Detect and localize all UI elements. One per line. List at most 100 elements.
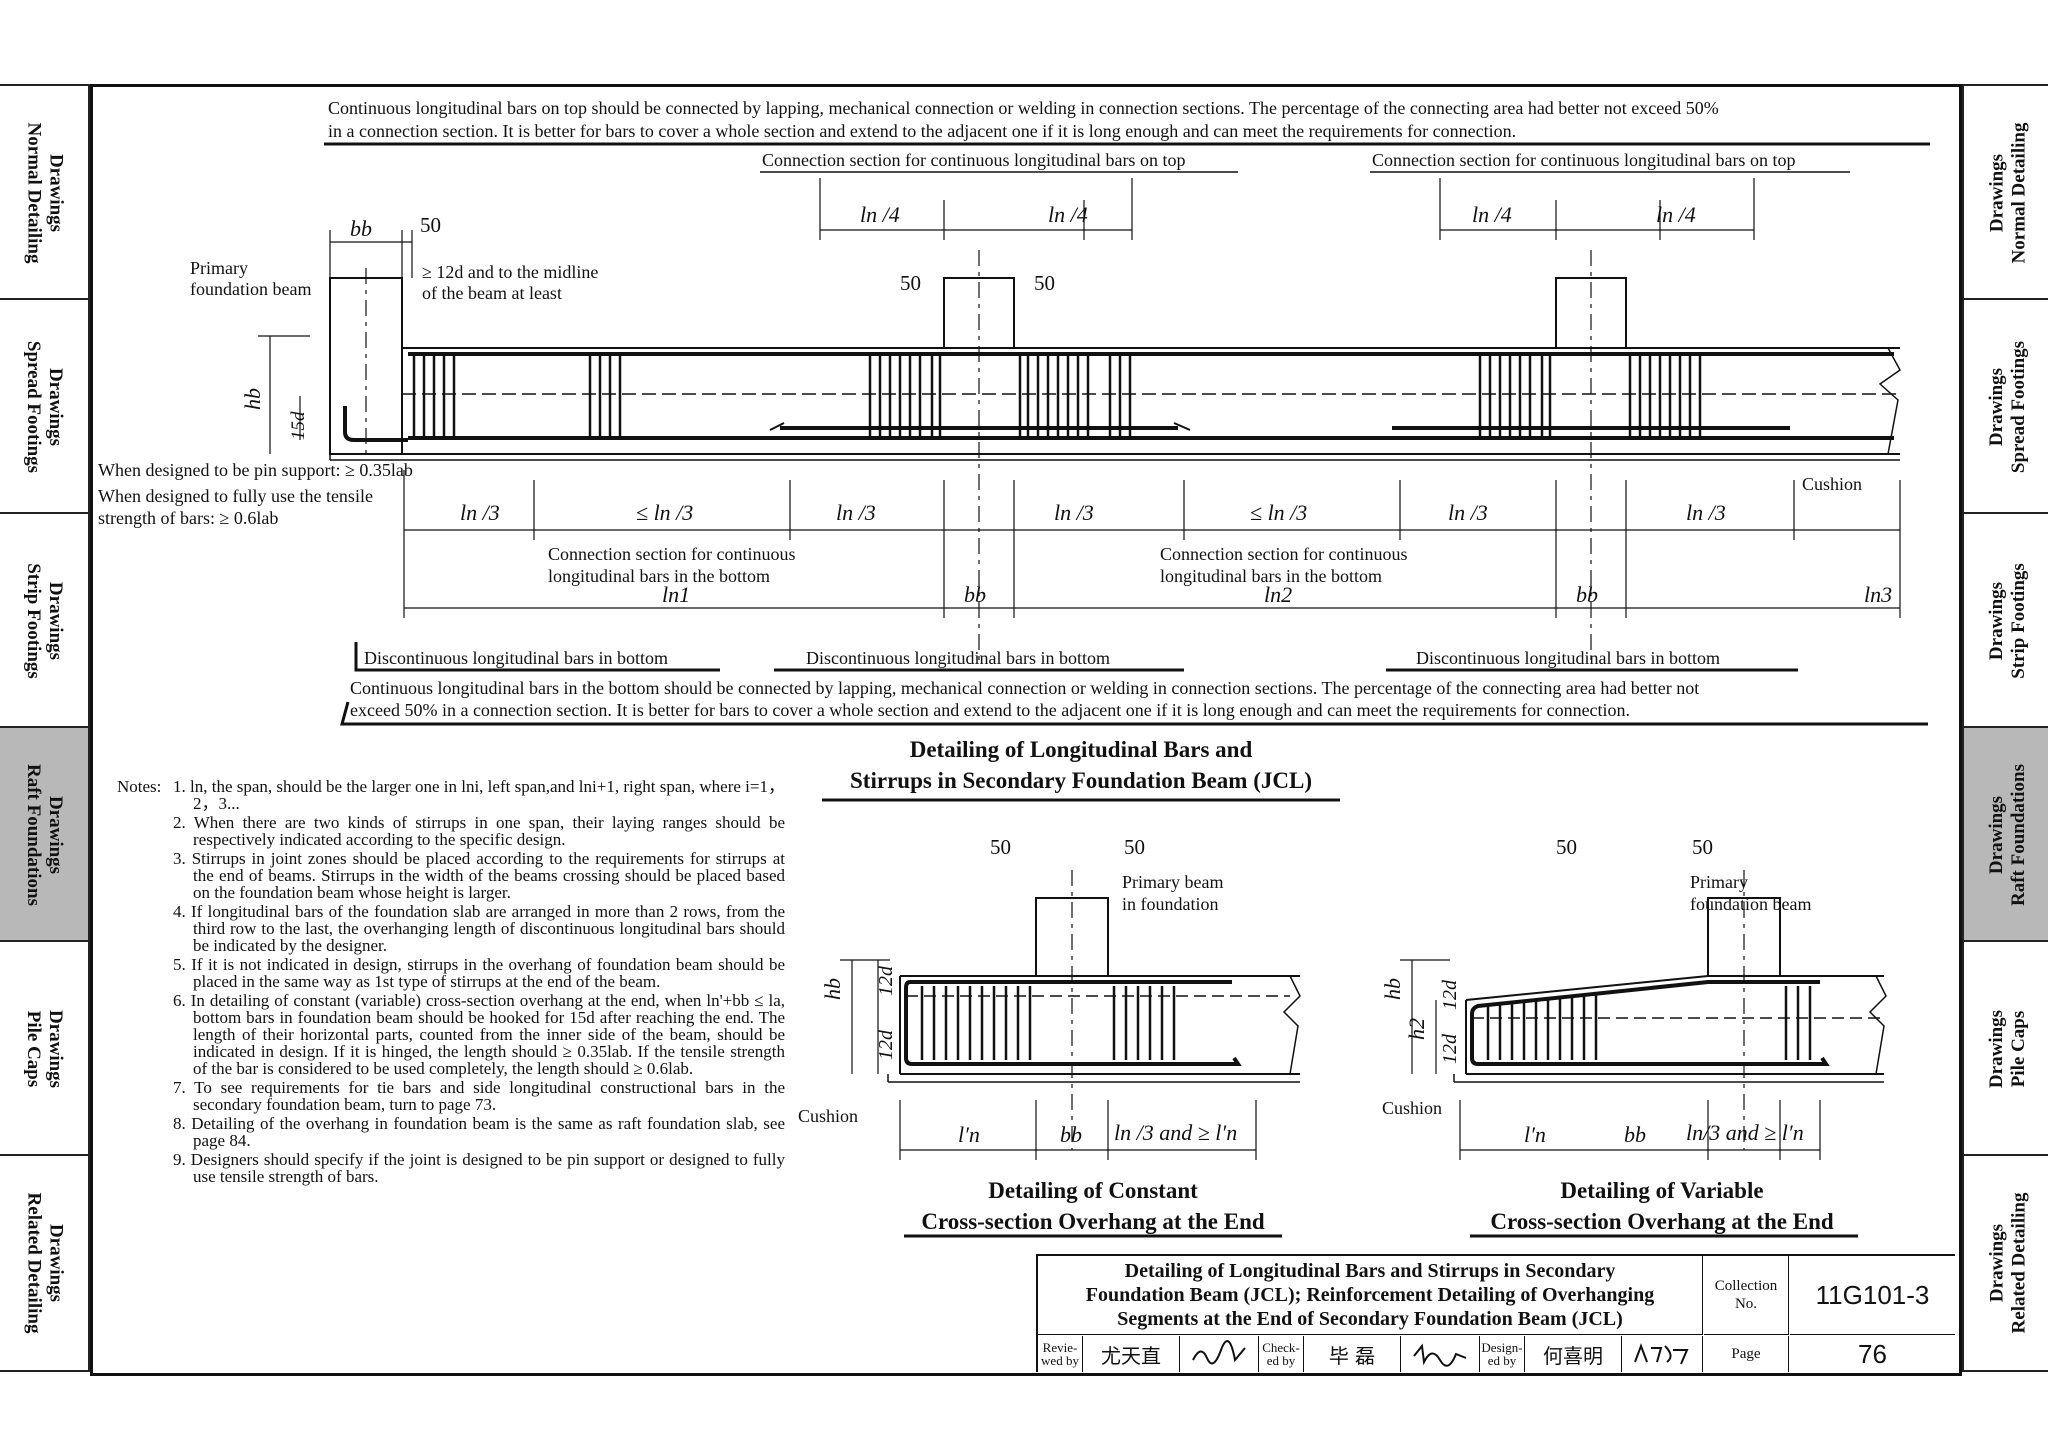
top-connection-label-1: Connection section for continuous longit…: [762, 150, 1185, 170]
collection-label-1: Collection: [1714, 1278, 1778, 1294]
variable-title-line2: Cross-section Overhang at the End: [1490, 1209, 1834, 1234]
page-label: Page: [1704, 1336, 1789, 1372]
checker-signature: [1401, 1336, 1480, 1372]
cushion-label: Cushion: [798, 1106, 858, 1126]
note-item: 4. If longitudinal bars of the foundatio…: [173, 902, 785, 955]
quarter-span-label: ln /4: [860, 202, 900, 227]
ln-prime-label: l′n: [958, 1122, 980, 1147]
discontinuous-label: Discontinuous longitudinal bars in botto…: [364, 648, 668, 668]
cushion-label: Cushion: [1802, 474, 1862, 494]
dim-50: 50: [1556, 835, 1577, 859]
bb-label: bb: [1060, 1122, 1082, 1147]
dim-50: 50: [1034, 271, 1055, 295]
note-item: 6. In detailing of constant (variable) c…: [173, 991, 785, 1078]
max-third-span-label: ≤ ln /3: [1250, 500, 1307, 525]
ln3-label: ln3: [1864, 582, 1892, 607]
hb-label: hb: [820, 978, 845, 1000]
fully-use-note-2: strength of bars: ≥ 0.6lab: [98, 508, 278, 528]
designer-signature: [1622, 1336, 1700, 1372]
designed-by-label: Design-ed by: [1480, 1336, 1525, 1372]
variable-title-line1: Detailing of Variable: [1560, 1178, 1763, 1203]
notes-block: Notes: 1. ln, the span, should be the la…: [117, 778, 785, 1187]
primary-beam-label-2: foundation beam: [190, 279, 311, 299]
max-third-span-label: ≤ ln /3: [636, 500, 693, 525]
top-connection-label-2: Connection section for continuous longit…: [1372, 150, 1795, 170]
reviewer-name: 尤天直: [1083, 1336, 1180, 1372]
notes-list: 1. ln, the span, should be the larger on…: [173, 778, 785, 1187]
ln-prime-label: l′n: [1524, 1122, 1546, 1147]
12d-label: 12d: [875, 965, 897, 996]
ln1-label: ln1: [662, 582, 690, 607]
bb-label: bb: [1624, 1122, 1646, 1147]
reviewed-by-label: Revie-wed by: [1038, 1336, 1083, 1372]
quarter-span-label: ln /4: [1656, 202, 1696, 227]
third-span-label: ln /3: [1686, 500, 1726, 525]
checked-by-label: Check-ed by: [1259, 1336, 1304, 1372]
bb-label: bb: [350, 216, 372, 241]
third-span-label: ln /3: [1448, 500, 1488, 525]
ln2-label: ln2: [1264, 582, 1292, 607]
note-item: 2. When there are two kinds of stirrups …: [173, 813, 785, 849]
note-item: 1. ln, the span, should be the larger on…: [173, 777, 785, 813]
primary-beam-label-1: Primary: [190, 258, 248, 278]
bottom-connection-label-1: Connection section for continuous: [548, 544, 795, 564]
h2-label: h2: [1404, 1018, 1429, 1040]
main-title-line2: Stirrups in Secondary Foundation Beam (J…: [850, 768, 1312, 793]
bottom-note-line1: Continuous longitudinal bars in the bott…: [350, 678, 1699, 698]
bottom-note-line2: exceed 50% in a connection section. It i…: [350, 700, 1630, 720]
title-block-title: Detailing of Longitudinal Bars and Stirr…: [1038, 1256, 1703, 1335]
quarter-span-label: ln /4: [1472, 202, 1512, 227]
main-title-line1: Detailing of Longitudinal Bars and: [910, 737, 1253, 762]
quarter-span-label: ln /4: [1048, 202, 1088, 227]
constant-title-line1: Detailing of Constant: [988, 1178, 1198, 1203]
dim-50: 50: [990, 835, 1011, 859]
primary-beam-label-1: Primary beam: [1122, 872, 1223, 892]
15d-label: 15d: [288, 411, 309, 440]
ln3-and-label: ln /3 and ≥ l′n: [1114, 1120, 1237, 1145]
hb-label: hb: [1380, 978, 1405, 1000]
note-item: 8. Detailing of the overhang in foundati…: [173, 1114, 785, 1150]
title-line-2: Foundation Beam (JCL); Reinforcement Det…: [1085, 1284, 1655, 1306]
dim-50: 50: [1692, 835, 1713, 859]
primary-beam-label-2: foundation beam: [1690, 894, 1811, 914]
note-item: 3. Stirrups in joint zones should be pla…: [173, 849, 785, 902]
discontinuous-label: Discontinuous longitudinal bars in botto…: [806, 648, 1110, 668]
top-note-line1: Continuous longitudinal bars on top shou…: [328, 98, 1719, 118]
anchor-note-1: ≥ 12d and to the midline: [422, 262, 598, 282]
collection-number: 11G101-3: [1790, 1256, 1955, 1335]
title-line-3: Segments at the End of Secondary Foundat…: [1117, 1308, 1623, 1330]
anchor-note-2: of the beam at least: [422, 283, 562, 303]
bottom-connection-label-2: longitudinal bars in the bottom: [1160, 566, 1382, 586]
pin-support-note: When designed to be pin support: ≥ 0.35l…: [98, 460, 413, 480]
signature-row: Revie-wed by 尤天直 Check-ed by 毕 磊 Design-…: [1038, 1336, 1703, 1372]
dim-50: 50: [900, 271, 921, 295]
bottom-connection-label-2: longitudinal bars in the bottom: [548, 566, 770, 586]
hb-label: hb: [240, 388, 265, 410]
top-note-line2: in a connection section. It is better fo…: [328, 121, 1516, 141]
fully-use-note-1: When designed to fully use the tensile: [98, 486, 373, 506]
reviewer-signature: [1180, 1336, 1259, 1372]
third-span-label: ln /3: [460, 500, 500, 525]
bottom-connection-label-1: Connection section for continuous: [1160, 544, 1407, 564]
collection-label-2: No.: [1734, 1296, 1758, 1312]
title-block: Detailing of Longitudinal Bars and Stirr…: [1036, 1254, 1955, 1372]
12d-label: 12d: [1439, 979, 1461, 1010]
ln3-and-label: ln/3 and ≥ l′n: [1686, 1120, 1804, 1145]
drawing-frame: [90, 84, 1962, 1376]
